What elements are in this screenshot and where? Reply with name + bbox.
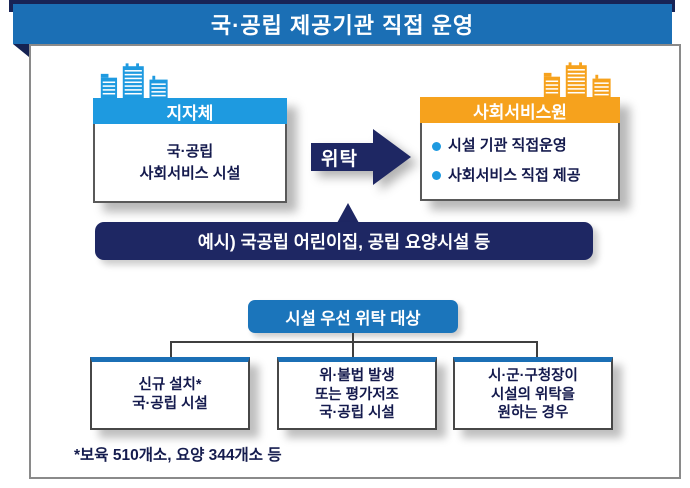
list-item: 사회서비스 직접 제공 [432,165,581,187]
municipality-box-line: 국·공립 [166,142,214,160]
city-buildings-icon [543,62,611,99]
municipality-box-header: 지자체 [93,98,287,124]
connector-line [352,333,354,342]
page-title: 국·공립 제공기관 직접 운영 [13,4,672,44]
priority-item-line: 신규 설치* [138,377,202,394]
connector-line [352,341,354,358]
callout-tail-icon [337,203,359,223]
delegation-arrow: 위탁 [311,129,411,185]
municipality-box-body: 국·공립 사회서비스 시설 [93,124,287,203]
service-agency-box: 사회서비스원 시설 기관 직접운영 사회서비스 직접 제공 [420,97,620,201]
bullet-text: 사회서비스 직접 제공 [448,167,581,184]
priority-item-line: 시·군·구청장이 [488,367,578,384]
municipality-box-line: 사회서비스 시설 [139,164,241,182]
footnote: *보육 510개소, 요양 344개소 등 [74,447,282,464]
connector-line [170,341,538,343]
connector-line [170,341,172,358]
bullet-text: 시설 기관 직접운영 [448,137,567,155]
example-note: 예시) 국공립 어린이집, 공립 요양시설 등 [95,222,593,260]
priority-item-mayor-request: 시·군·구청장이 시설의 위탁을 원하는 경우 [453,357,613,430]
priority-item-violation: 위·불법 발생 또는 평가저조 국·공립 시설 [277,357,437,430]
priority-item-line: 원하는 경우 [497,405,569,422]
priority-item-line: 시설의 위탁을 [490,386,576,403]
priority-item-new-facility: 신규 설치* 국·공립 시설 [90,357,250,430]
city-buildings-icon [100,63,168,100]
municipality-box: 지자체 국·공립 사회서비스 시설 [93,98,287,203]
priority-item-line: 국·공립 시설 [132,396,208,412]
connector-line [536,341,538,358]
priority-header: 시설 우선 위탁 대상 [248,300,458,333]
service-agency-box-header: 사회서비스원 [420,97,620,123]
bullet-dot-icon [432,141,441,151]
bullet-dot-icon [432,171,441,181]
priority-item-line: 또는 평가저조 [314,386,400,403]
priority-item-line: 위·불법 발생 [319,367,395,384]
banner-fold [13,44,29,57]
priority-item-line: 국·공립 시설 [319,405,395,422]
list-item: 시설 기관 직접운영 [432,135,567,157]
delegation-arrow-label: 위탁 [321,148,358,170]
right-arrow-icon: 위탁 [311,129,411,185]
service-agency-box-body: 시설 기관 직접운영 사회서비스 직접 제공 [420,123,620,201]
